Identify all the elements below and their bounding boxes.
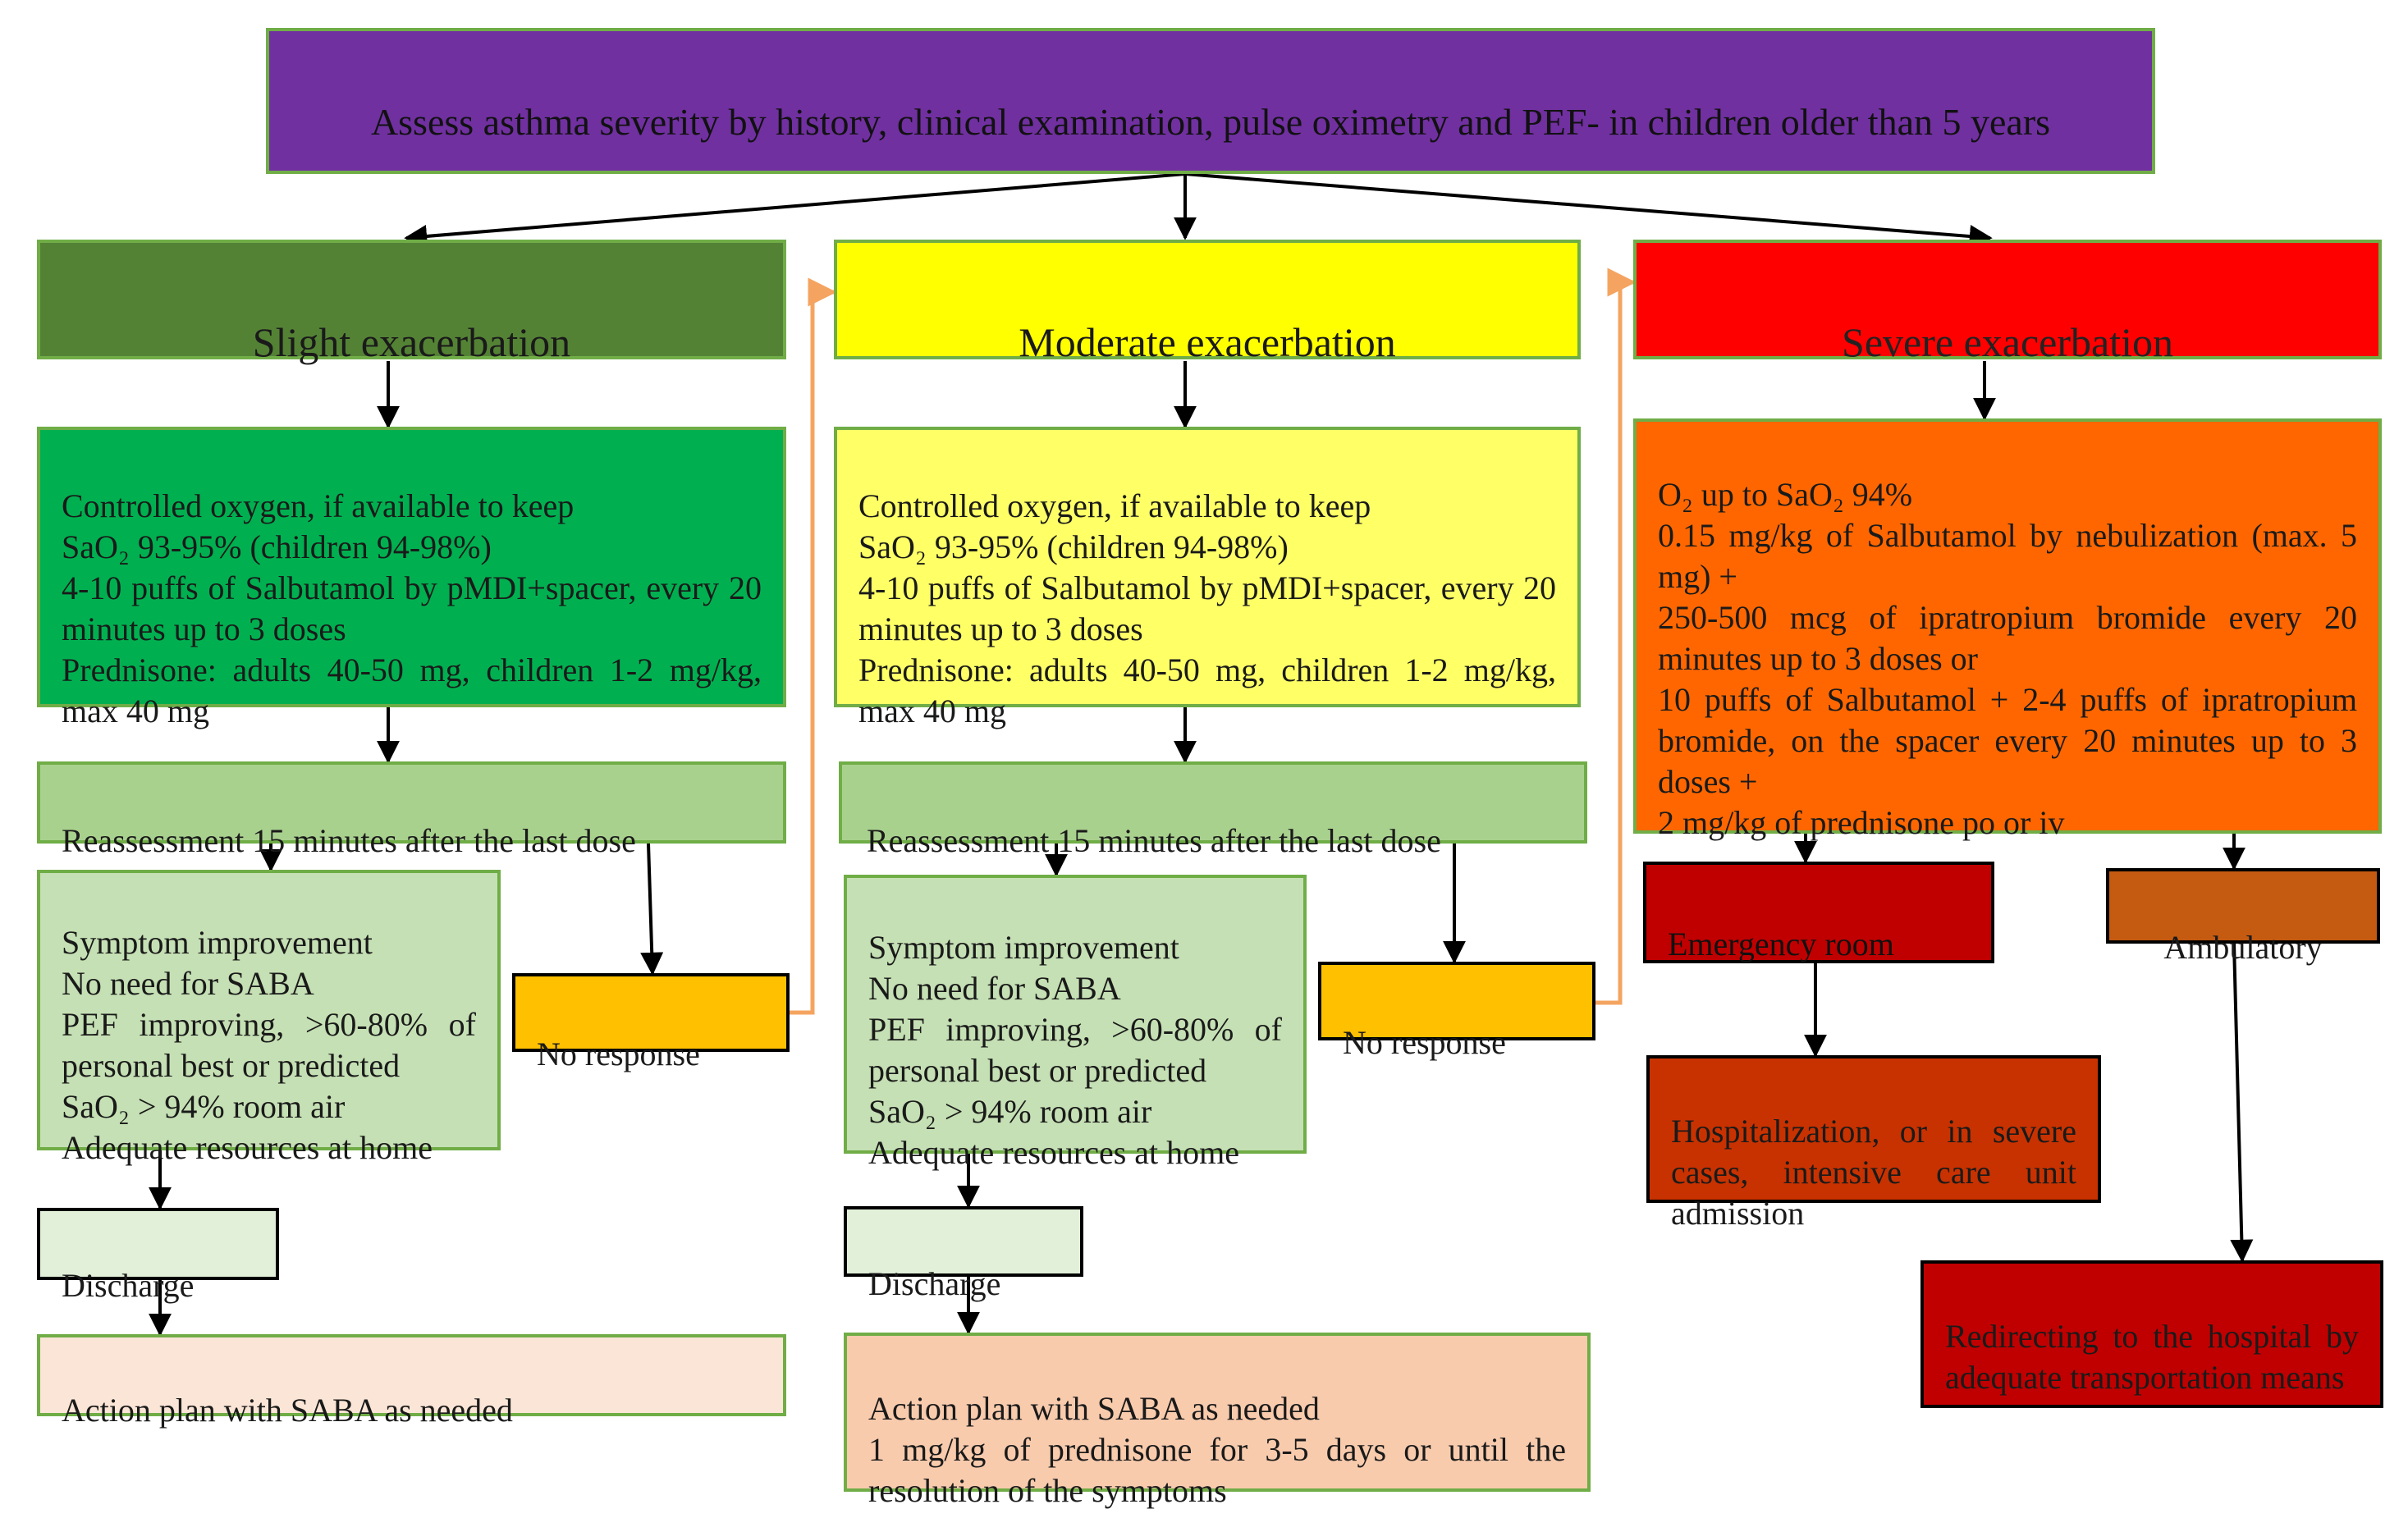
ambulatory-text: Ambulatory: [2163, 929, 2323, 966]
slight-action-plan-text: Action plan with SABA as needed: [62, 1392, 513, 1429]
moderate-header-label: Moderate exacerbation: [1019, 319, 1396, 365]
hospitalization-text: Hospitalization, or in severe cases, int…: [1671, 1113, 2076, 1232]
title-box: Assess asthma severity by history, clini…: [266, 28, 2155, 174]
moderate-no-response-text: No response: [1343, 1024, 1506, 1061]
moderate-treatment-text: Controlled oxygen, if available to keep …: [858, 487, 1556, 729]
arrow-ambulatory-to-redirecting: [2230, 943, 2254, 1263]
emergency-room-box: Emergency room: [1643, 862, 1994, 963]
slight-treatment-text: Controlled oxygen, if available to keep …: [62, 487, 762, 729]
loop-arrow-slight-to-moderate: [790, 277, 837, 1015]
emergency-room-text: Emergency room: [1668, 926, 1894, 962]
severe-treatment-text: O₂ up to SaO₂ 94% 0.15 mg/kg of Salbutam…: [1658, 476, 2357, 841]
hospitalization-box: Hospitalization, or in severe cases, int…: [1646, 1055, 2101, 1232]
loop-arrow-moderate-to-severe: [1595, 267, 1637, 1005]
moderate-reassessment-box: Reassessment 15 minutes after the last d…: [839, 761, 1587, 859]
severe-treatment-box: O₂ up to SaO₂ 94% 0.15 mg/kg of Salbutam…: [1633, 418, 2382, 841]
slight-improvement-box: Symptom improvement No need for SABA PEF…: [37, 870, 501, 1166]
slight-header: Slight exacerbation: [37, 240, 786, 365]
slight-reassessment-text: Reassessment 15 minutes after the last d…: [62, 822, 636, 859]
moderate-action-plan-text: Action plan with SABA as needed 1 mg/kg …: [868, 1390, 1566, 1509]
slight-action-plan-box: Action plan with SABA as needed: [37, 1334, 786, 1429]
severe-header: Severe exacerbation: [1633, 240, 2382, 365]
moderate-treatment-box: Controlled oxygen, if available to keep …: [834, 427, 1581, 729]
moderate-reassessment-text: Reassessment 15 minutes after the last d…: [867, 822, 1441, 859]
slight-treatment-box: Controlled oxygen, if available to keep …: [37, 427, 786, 729]
slight-no-response-box: No response: [512, 973, 790, 1072]
moderate-header: Moderate exacerbation: [834, 240, 1581, 365]
slight-discharge-box: Discharge: [37, 1208, 279, 1304]
slight-reassessment-box: Reassessment 15 minutes after the last d…: [37, 761, 786, 859]
slight-no-response-text: No response: [537, 1036, 700, 1072]
ambulatory-box: Ambulatory: [2106, 868, 2380, 966]
slight-improvement-text: Symptom improvement No need for SABA PEF…: [62, 924, 476, 1166]
arrow-title-to-severe: [1184, 172, 1993, 248]
moderate-no-response-box: No response: [1318, 962, 1595, 1061]
severe-header-label: Severe exacerbation: [1842, 319, 2173, 365]
title-text: Assess asthma severity by history, clini…: [370, 101, 2051, 143]
moderate-improvement-text: Symptom improvement No need for SABA PEF…: [868, 929, 1282, 1171]
moderate-discharge-text: Discharge: [868, 1265, 1001, 1302]
redirecting-text: Redirecting to the hospital by adequate …: [1945, 1318, 2359, 1396]
slight-header-label: Slight exacerbation: [252, 319, 571, 365]
redirecting-box: Redirecting to the hospital by adequate …: [1920, 1260, 2383, 1408]
arrow-slight-reassess-to-noresponse: [640, 843, 664, 976]
arrow-title-to-slight: [404, 172, 1186, 248]
moderate-action-plan-box: Action plan with SABA as needed 1 mg/kg …: [844, 1333, 1591, 1509]
moderate-improvement-box: Symptom improvement No need for SABA PEF…: [844, 875, 1307, 1171]
moderate-discharge-box: Discharge: [844, 1206, 1083, 1302]
slight-discharge-text: Discharge: [62, 1267, 195, 1304]
